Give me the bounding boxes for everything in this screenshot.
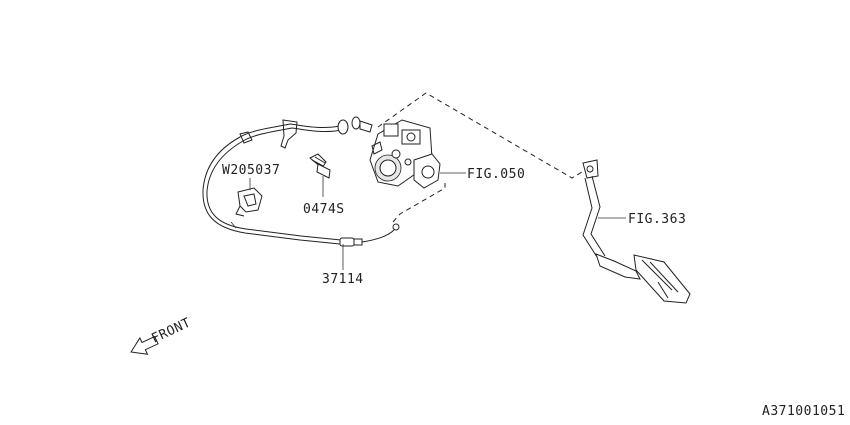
bolt <box>309 153 331 197</box>
dashed-route-upper <box>377 92 583 179</box>
accelerator-cable <box>202 116 400 247</box>
label-0474s: 0474S <box>303 202 345 217</box>
label-fig363: FIG.363 <box>628 212 686 227</box>
dashed-route-lower <box>392 183 446 223</box>
label-fig050: FIG.050 <box>467 167 525 182</box>
drawing-id: A371001051 <box>762 404 845 419</box>
label-front: FRONT <box>149 315 193 346</box>
label-w205037: W205037 <box>222 163 280 178</box>
cable-clip <box>235 187 263 217</box>
accelerator-pedal <box>582 159 691 304</box>
throttle-body <box>369 119 441 189</box>
label-37114: 37114 <box>322 272 364 287</box>
front-arrow-icon <box>130 335 159 355</box>
